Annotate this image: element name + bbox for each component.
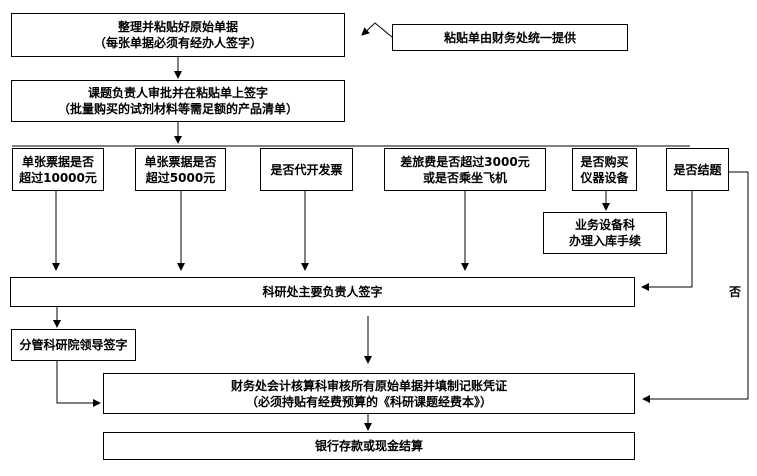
condition-project-closed-text: 是否结题 (673, 162, 722, 177)
label-no: 否 (729, 285, 742, 299)
arrow-note-to-organize (361, 22, 393, 38)
step-vice-president-text: 分管科研院领导签字 (19, 338, 128, 352)
condition-travel-line2: 或是否乘坐飞机 (422, 170, 507, 185)
step-organize-line2: （每张单据必须有经办人签字） (93, 36, 262, 50)
condition-proxy-invoice: 是否代开发票 (260, 148, 353, 191)
step-finance-review: 财务处会计核算科审核所有原始单据并填制记账凭证 （必须持贴有经费预算的《科研课题… (103, 373, 635, 414)
condition-travel-expense: 差旅费是否超过3000元 或是否乘坐飞机 (384, 148, 546, 191)
condition-travel-line1: 差旅费是否超过3000元 (400, 154, 530, 169)
step-equipment-line2: 办理入库手续 (568, 234, 641, 248)
note-paste-sheet: 粘贴单由财务处统一提供 (392, 24, 628, 51)
condition-over-5000-line1: 单张票据是否 (144, 154, 217, 169)
arrow-leader-to-finance (56, 361, 101, 407)
step-organize-line1: 整理并粘贴好原始单据 (117, 20, 238, 34)
step-settlement-text: 银行存款或现金结算 (314, 439, 423, 453)
step-finance-line2: （必须持贴有经费预算的《科研课题经费本》） (245, 394, 492, 409)
step-research-office-text: 科研处主要负责人签字 (262, 285, 383, 299)
arrow-cond6-to-research (641, 191, 693, 291)
condition-over-5000: 单张票据是否 超过5000元 (135, 148, 226, 191)
condition-equipment-line2: 仪器设备 (580, 170, 629, 185)
condition-over-10000: 单张票据是否 超过10000元 (12, 148, 104, 191)
step-settlement: 银行存款或现金结算 (103, 432, 635, 460)
condition-buy-equipment: 是否购买 仪器设备 (572, 148, 637, 191)
condition-over-5000-line2: 超过5000元 (145, 170, 216, 185)
step-leader-approval: 课题负责人审批并在粘贴单上签字 （批量购买的试剂材料等需足额的产品清单） (11, 80, 345, 122)
step-research-office-sign: 科研处主要负责人签字 (10, 277, 635, 307)
step-organize-documents: 整理并粘贴好原始单据 （每张单据必须有经办人签字） (11, 13, 345, 57)
note-paste-sheet-text: 粘贴单由财务处统一提供 (443, 30, 576, 45)
step-equipment-storage: 业务设备科 办理入库手续 (543, 212, 667, 254)
arrow-cond6-no-path (642, 171, 749, 403)
condition-proxy-invoice-text: 是否代开发票 (270, 162, 343, 177)
condition-project-closed: 是否结题 (666, 148, 729, 191)
condition-over-10000-line1: 单张票据是否 (21, 154, 94, 169)
condition-equipment-line1: 是否购买 (580, 154, 629, 169)
step-finance-line1: 财务处会计核算科审核所有原始单据并填制记账凭证 (230, 378, 507, 393)
step-approve-line2: （批量购买的试剂材料等需足额的产品清单） (57, 102, 298, 116)
step-vice-president-sign: 分管科研院领导签字 (11, 329, 136, 361)
condition-over-10000-line2: 超过10000元 (19, 170, 97, 185)
step-approve-line1: 课题负责人审批并在粘贴单上签字 (87, 86, 268, 100)
step-equipment-line1: 业务设备科 (574, 218, 635, 232)
